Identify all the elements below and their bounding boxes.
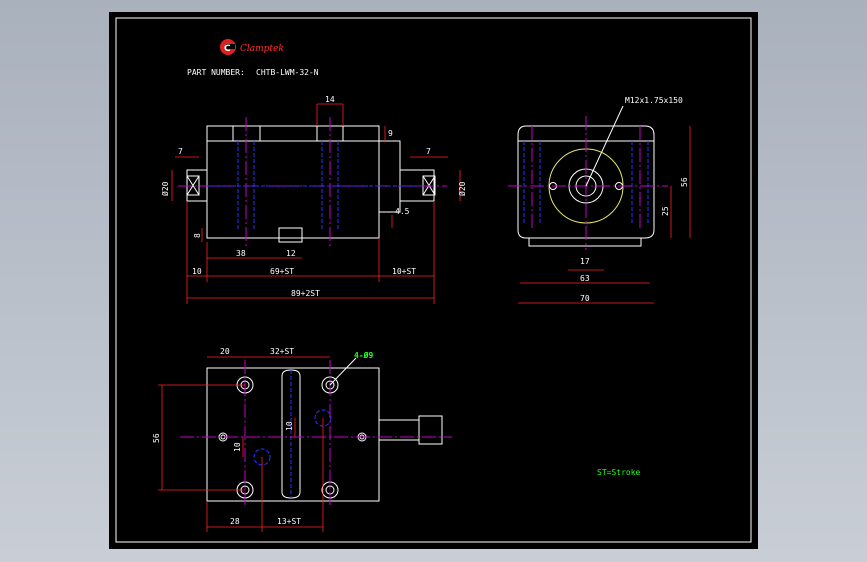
- brand-name: Clamptek: [240, 44, 284, 54]
- dim-17: 17: [580, 257, 590, 266]
- company-logo: C: [220, 39, 236, 55]
- dim-10: 10: [192, 267, 202, 276]
- dim-4-5: 4.5: [395, 207, 410, 216]
- side-view: M12x1.75x150 56 25 17 63 70: [508, 96, 691, 304]
- brand-mark: C: [224, 44, 231, 54]
- dim-56-top: 56: [152, 433, 161, 443]
- dim-70: 70: [580, 294, 590, 303]
- top-view: 20 32+ST 4-Ø9 56 10 10 28 13+ST: [152, 347, 452, 532]
- dim-25: 25: [661, 206, 670, 216]
- dim-56: 56: [680, 177, 689, 187]
- top-body: [206, 367, 380, 502]
- front-view: 14 9 7 7 Ø20 Ø20 8 4.5 38 12 10 69+ST 10…: [160, 95, 467, 304]
- dim-9: 9: [388, 129, 393, 138]
- dim-left-dia20: Ø20: [160, 181, 170, 196]
- cad-drawing: C Clamptek PART NUMBER: CHTB-LWM-32-N 14…: [115, 17, 752, 543]
- hole-callout: 4-Ø9: [354, 350, 373, 360]
- dim-63: 63: [580, 274, 590, 283]
- part-number-value: CHTB-LWM-32-N: [256, 68, 319, 77]
- top-slot: [281, 369, 301, 499]
- front-body: [206, 125, 380, 239]
- dim-8: 8: [193, 233, 202, 238]
- dim-38: 38: [236, 249, 246, 258]
- dim-thread: M12x1.75x150: [625, 96, 683, 105]
- dim-69-st: 69+ST: [270, 267, 294, 276]
- stroke-note: ST=Stroke: [597, 468, 641, 477]
- side-body: [517, 125, 655, 239]
- top-rod: [418, 415, 443, 445]
- front-key: [278, 227, 303, 243]
- dim-20: 20: [220, 347, 230, 356]
- dim-10-top-b: 10: [233, 442, 242, 452]
- drawing-sheet: C Clamptek PART NUMBER: CHTB-LWM-32-N 14…: [109, 12, 758, 549]
- dim-32-st: 32+ST: [270, 347, 294, 356]
- dim-10-top-a: 10: [285, 421, 294, 431]
- dim-10-st: 10+ST: [392, 267, 416, 276]
- drawing-frame: [115, 17, 752, 543]
- dim-left-7: 7: [178, 147, 183, 156]
- dim-right-dia20: Ø20: [457, 181, 467, 196]
- part-number-label: PART NUMBER:: [187, 68, 245, 77]
- dim-14: 14: [325, 95, 335, 104]
- dim-13-st: 13+ST: [277, 517, 301, 526]
- dim-right-7: 7: [426, 147, 431, 156]
- dim-28: 28: [230, 517, 240, 526]
- dim-89-2st: 89+2ST: [291, 289, 320, 298]
- dim-12: 12: [286, 249, 296, 258]
